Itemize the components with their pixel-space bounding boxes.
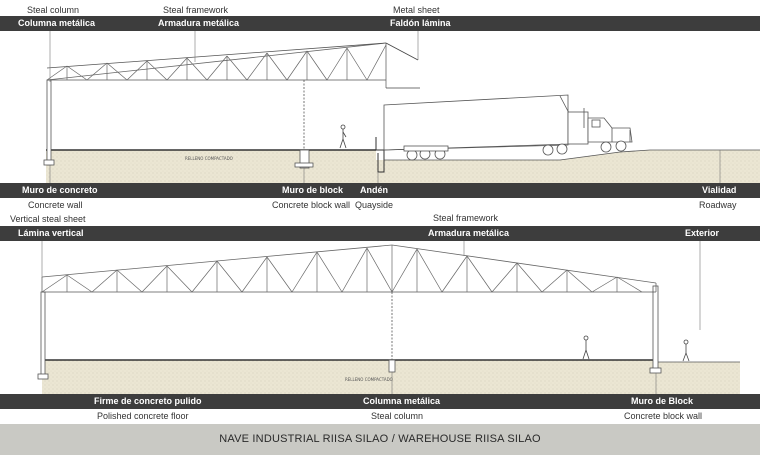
top-ground-fill xyxy=(46,150,376,183)
bottom-label-exterior-es: Exterior xyxy=(685,228,720,238)
top-label-steel-column-en: Steal column xyxy=(27,5,80,15)
top-label-concrete-wall-es: Muro de concreto xyxy=(22,185,98,195)
bottom-ground-fill xyxy=(42,360,740,394)
top-truss-webs xyxy=(46,44,387,81)
top-truck-cab xyxy=(542,108,633,156)
top-slab-note: RELLENO COMPACTADO xyxy=(185,156,233,161)
bottom-person-figure-inside xyxy=(582,335,590,360)
top-label-roadway-en: Roadway xyxy=(699,200,737,210)
top-footer-band xyxy=(0,183,760,198)
top-label-metal-sheet-es: Faldón lámina xyxy=(390,18,451,28)
top-label-metal-sheet-en: Metal sheet xyxy=(393,5,440,15)
bottom-footer-band xyxy=(0,394,760,409)
top-truck-trailer xyxy=(383,94,571,161)
bottom-right-block-wall xyxy=(652,285,659,372)
top-label-roadway-es: Vialidad xyxy=(702,185,737,195)
top-label-quayside-es: Andén xyxy=(360,185,388,195)
top-label-steel-column-es: Columna metálica xyxy=(18,18,96,28)
top-roadway-line xyxy=(384,149,760,161)
drawing-title: NAVE INDUSTRIAL RIISA SILAO / WAREHOUSE … xyxy=(219,433,541,445)
top-label-concrete-wall-en: Concrete wall xyxy=(28,200,83,210)
bottom-label-block-wall-es: Muro de Block xyxy=(631,396,694,406)
bottom-label-framework-es: Armadura metálica xyxy=(428,228,510,238)
bottom-label-vertical-sheet-es: Lámina vertical xyxy=(18,228,84,238)
bottom-label-steel-column-es: Columna metálica xyxy=(363,396,441,406)
footer-band xyxy=(0,424,760,455)
top-header-band xyxy=(0,16,760,31)
bottom-label-polished-floor-es: Firme de concreto pulido xyxy=(94,396,202,406)
top-road-fill xyxy=(376,150,760,183)
bottom-label-polished-floor-en: Polished concrete floor xyxy=(97,411,189,421)
top-label-block-wall-en: Concrete block wall xyxy=(272,200,351,210)
bottom-slab-note: RELLENO COMPACTADO xyxy=(345,377,393,382)
bottom-label-steel-column-en: Steal column xyxy=(371,411,424,421)
bottom-left-wall xyxy=(40,291,46,378)
bottom-truss-webs xyxy=(41,245,643,293)
top-concrete-wall xyxy=(46,79,52,166)
bottom-label-vertical-sheet-en: Vertical steal sheet xyxy=(10,214,86,224)
bottom-section-drawing xyxy=(37,241,740,394)
bottom-header-band xyxy=(0,226,760,241)
bottom-person-figure-outside xyxy=(682,339,690,362)
top-label-framework-en: Steal framework xyxy=(163,5,229,15)
top-person-figure xyxy=(339,124,347,149)
top-roof-truss xyxy=(46,42,420,89)
top-section-drawing xyxy=(43,31,760,183)
top-label-quayside-en: Quayside xyxy=(355,200,394,210)
top-label-block-wall-es: Muro de block xyxy=(282,185,344,195)
bottom-label-block-wall-en: Concrete block wall xyxy=(624,411,703,421)
top-label-framework-es: Armadura metálica xyxy=(158,18,240,28)
bottom-label-framework-en: Steal framework xyxy=(433,213,499,223)
